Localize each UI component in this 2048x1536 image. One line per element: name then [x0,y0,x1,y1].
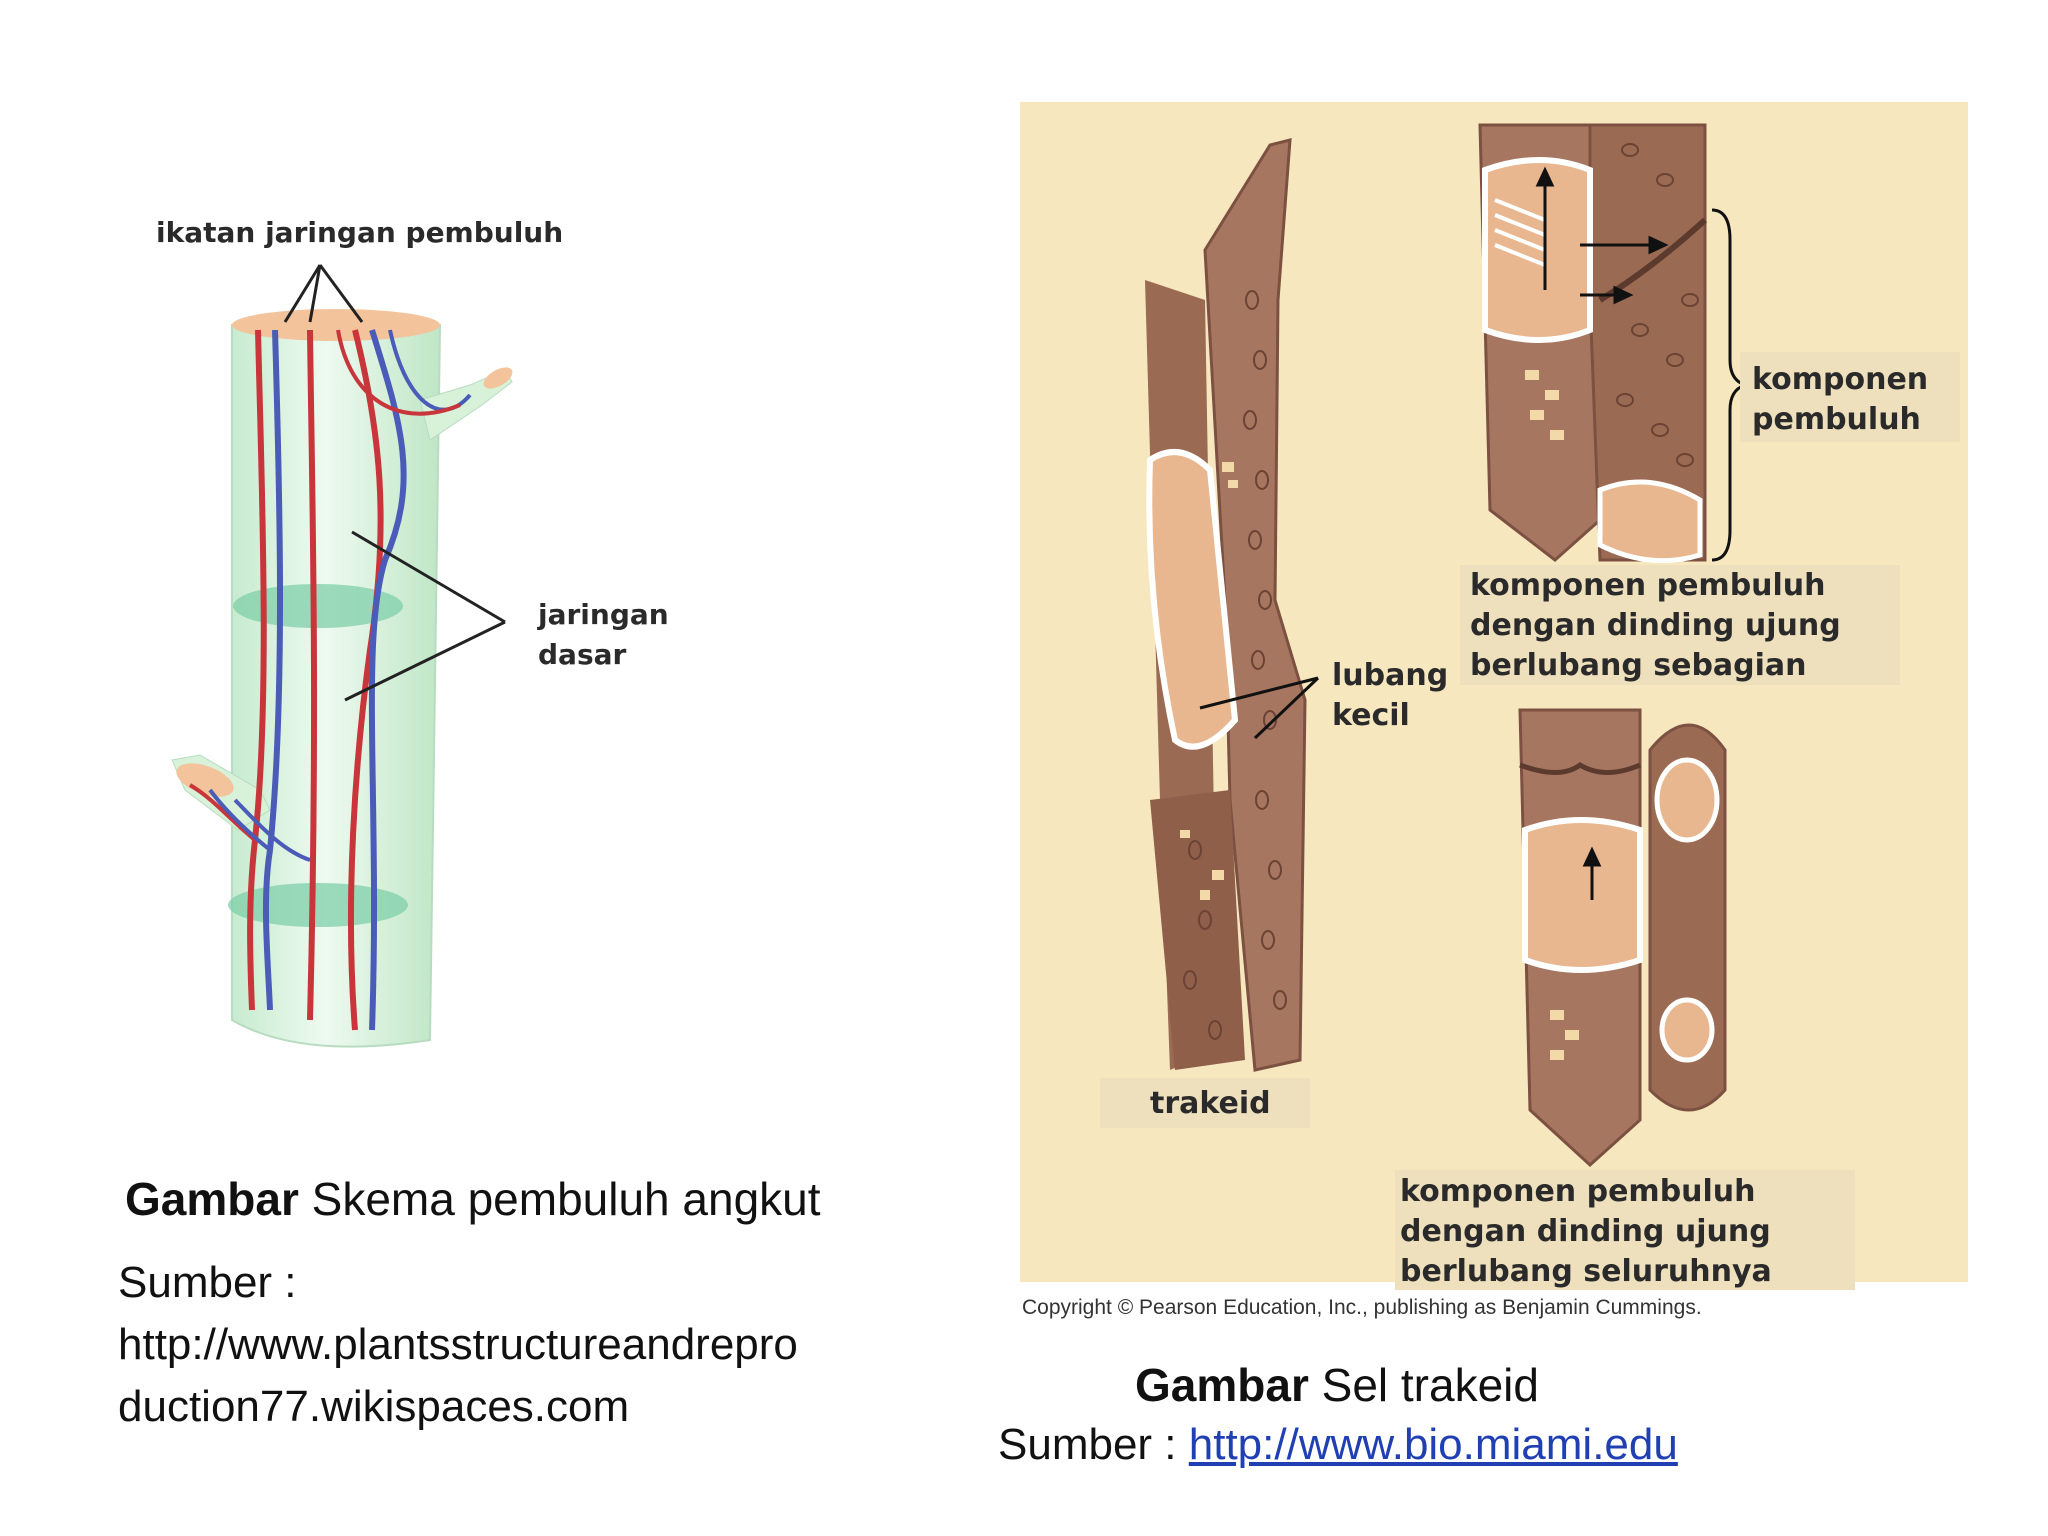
right-source-label: Sumber : [998,1420,1189,1469]
source-link[interactable]: http://www.bio.miami.edu [1188,1420,1678,1469]
left-source-url-line1: http://www.plantsstructureandrepro [118,1320,798,1369]
left-source-url-line2: duction77.wikispaces.com [118,1382,630,1431]
pit-label-line2: kecil [1332,698,1410,733]
left-source-label: Sumber : [118,1258,297,1307]
full-perforation-label-line1: komponen pembuluh [1400,1174,1756,1209]
ground-tissue-label-line1: jaringan [538,598,669,631]
ground-tissue-label-line2: dasar [538,638,627,671]
partial-perforation-label-line2: dengan dinding ujung [1470,608,1841,643]
partial-perforation-label-line1: komponen pembuluh [1470,568,1826,603]
copyright-notice: Copyright © Pearson Education, Inc., pub… [1022,1296,1702,1319]
right-caption-bold: Gambar [1135,1359,1309,1411]
pit-label-line1: lubang [1332,658,1449,693]
right-figure-caption: Gambar Sel trakeid [1135,1358,1539,1412]
full-perforation-label-line3: berlubang seluruhnya [1400,1254,1772,1289]
tracheid-label: trakeid [1150,1086,1271,1121]
right-figure-source: Sumber : http://www.bio.miami.edu [998,1414,1678,1476]
vessel-member-label-line2: pembuluh [1752,402,1921,437]
left-figure-caption: Gambar Skema pembuluh angkut [125,1172,821,1226]
left-caption-text: Skema pembuluh angkut [298,1173,821,1225]
left-figure-source: Sumber : http://www.plantsstructureandre… [118,1252,798,1438]
vessel-member-label-line1: komponen [1752,362,1929,397]
left-caption-bold: Gambar [125,1173,299,1225]
right-caption-text: Sel trakeid [1308,1359,1539,1411]
vascular-bundle-label: ikatan jaringan pembuluh [156,216,564,249]
partial-perforation-label-line3: berlubang sebagian [1470,648,1807,683]
full-perforation-label-line2: dengan dinding ujung [1400,1214,1771,1249]
